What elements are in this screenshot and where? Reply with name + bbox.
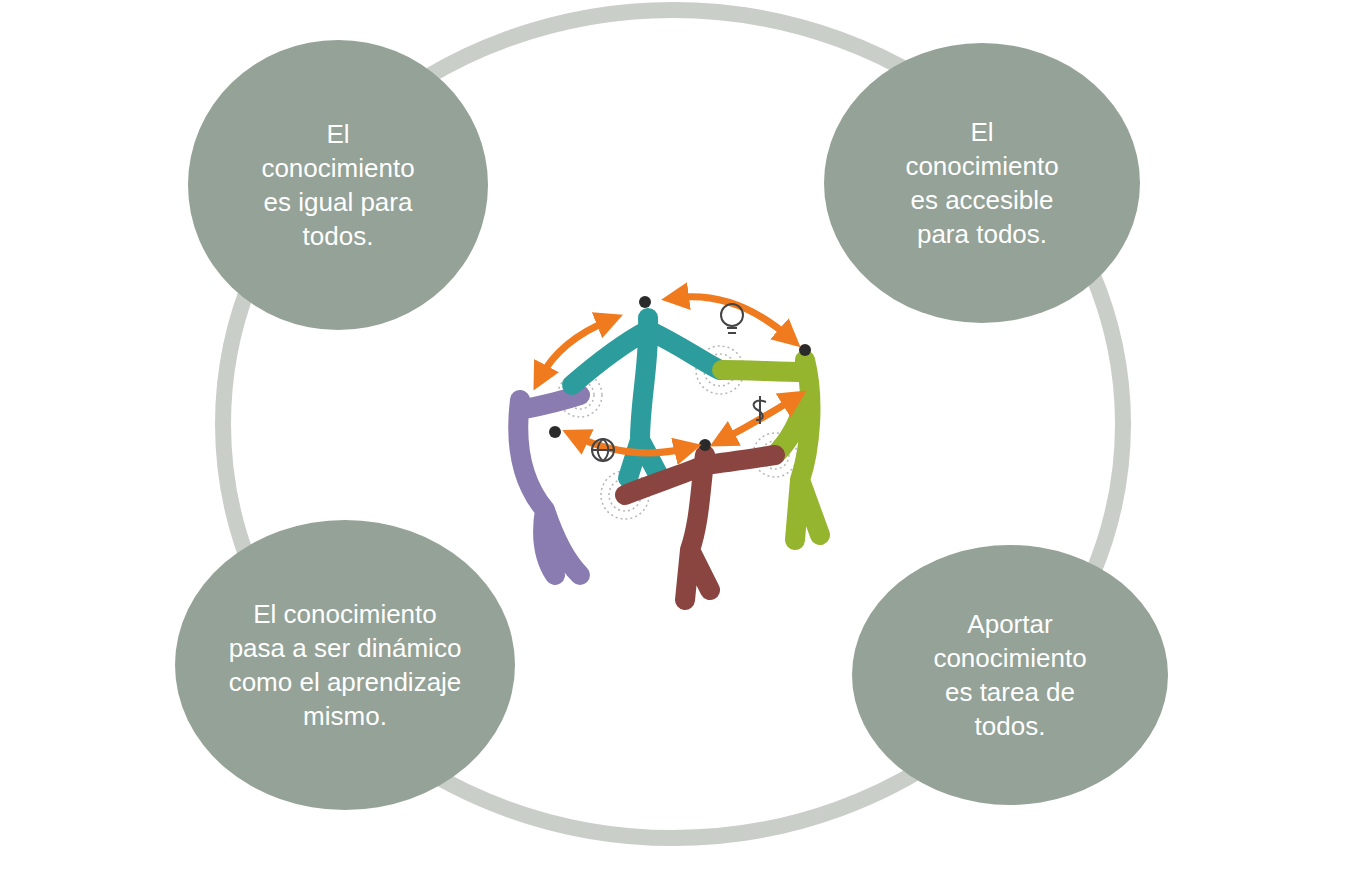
topic-text: El conocimiento es igual para todos.: [248, 117, 428, 253]
circle-shape: [175, 520, 515, 810]
circle-fill: [188, 40, 488, 330]
circle-fill: [852, 545, 1168, 805]
topic-circle: El conocimiento es igual para todos.: [188, 40, 488, 330]
topic-text: Aportar conocimiento es tarea de todos.: [918, 607, 1103, 743]
topic-circle: Aportar conocimiento es tarea de todos.: [852, 545, 1168, 805]
circle-fill: [824, 43, 1140, 323]
topic-text: El conocimiento pasa a ser dinámico como…: [228, 597, 463, 733]
circle-shape: [824, 43, 1140, 323]
topic-circle: El conocimiento es accesible para todos.: [824, 43, 1140, 323]
circle-shape: [188, 40, 488, 330]
circle-shape: [852, 545, 1168, 805]
topic-text: El conocimiento es accesible para todos.: [892, 115, 1072, 251]
topic-circle: El conocimiento pasa a ser dinámico como…: [175, 520, 515, 810]
circle-fill: [175, 520, 515, 810]
